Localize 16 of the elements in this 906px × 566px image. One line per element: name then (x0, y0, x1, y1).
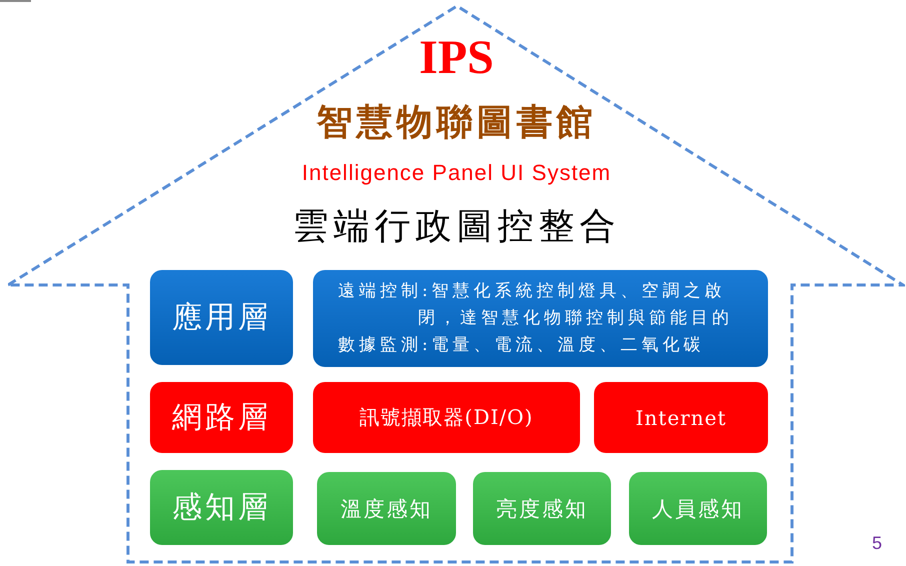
layer-label: 應用層 (150, 270, 293, 365)
description-box (313, 270, 768, 367)
page-number: 5 (872, 533, 882, 554)
layer-label: 感知層 (150, 470, 293, 545)
title-text: IPS (419, 31, 494, 84)
subtitle-text: 智慧物聯圖書館 (316, 101, 596, 143)
heading-text: 雲端行政圖控整合 (292, 206, 620, 247)
description-text: 數據監測:電量、電流、溫度、二氧化碳 (338, 334, 705, 357)
english-title-text: Intelligence Panel UI System (302, 160, 612, 185)
layer-label: 網路層 (150, 382, 293, 453)
sensor-label: 亮度感知 (473, 472, 611, 545)
sensor-label: 溫度感知 (317, 472, 456, 545)
description-text: 遠端控制:智慧化系統控制燈具、空調之啟閉，達智慧化物聯控制與節能目的 (338, 280, 734, 330)
sensor-label: 人員感知 (629, 472, 767, 545)
component-label: Internet (594, 382, 768, 453)
component-label: 訊號擷取器(DI/O) (313, 382, 580, 453)
